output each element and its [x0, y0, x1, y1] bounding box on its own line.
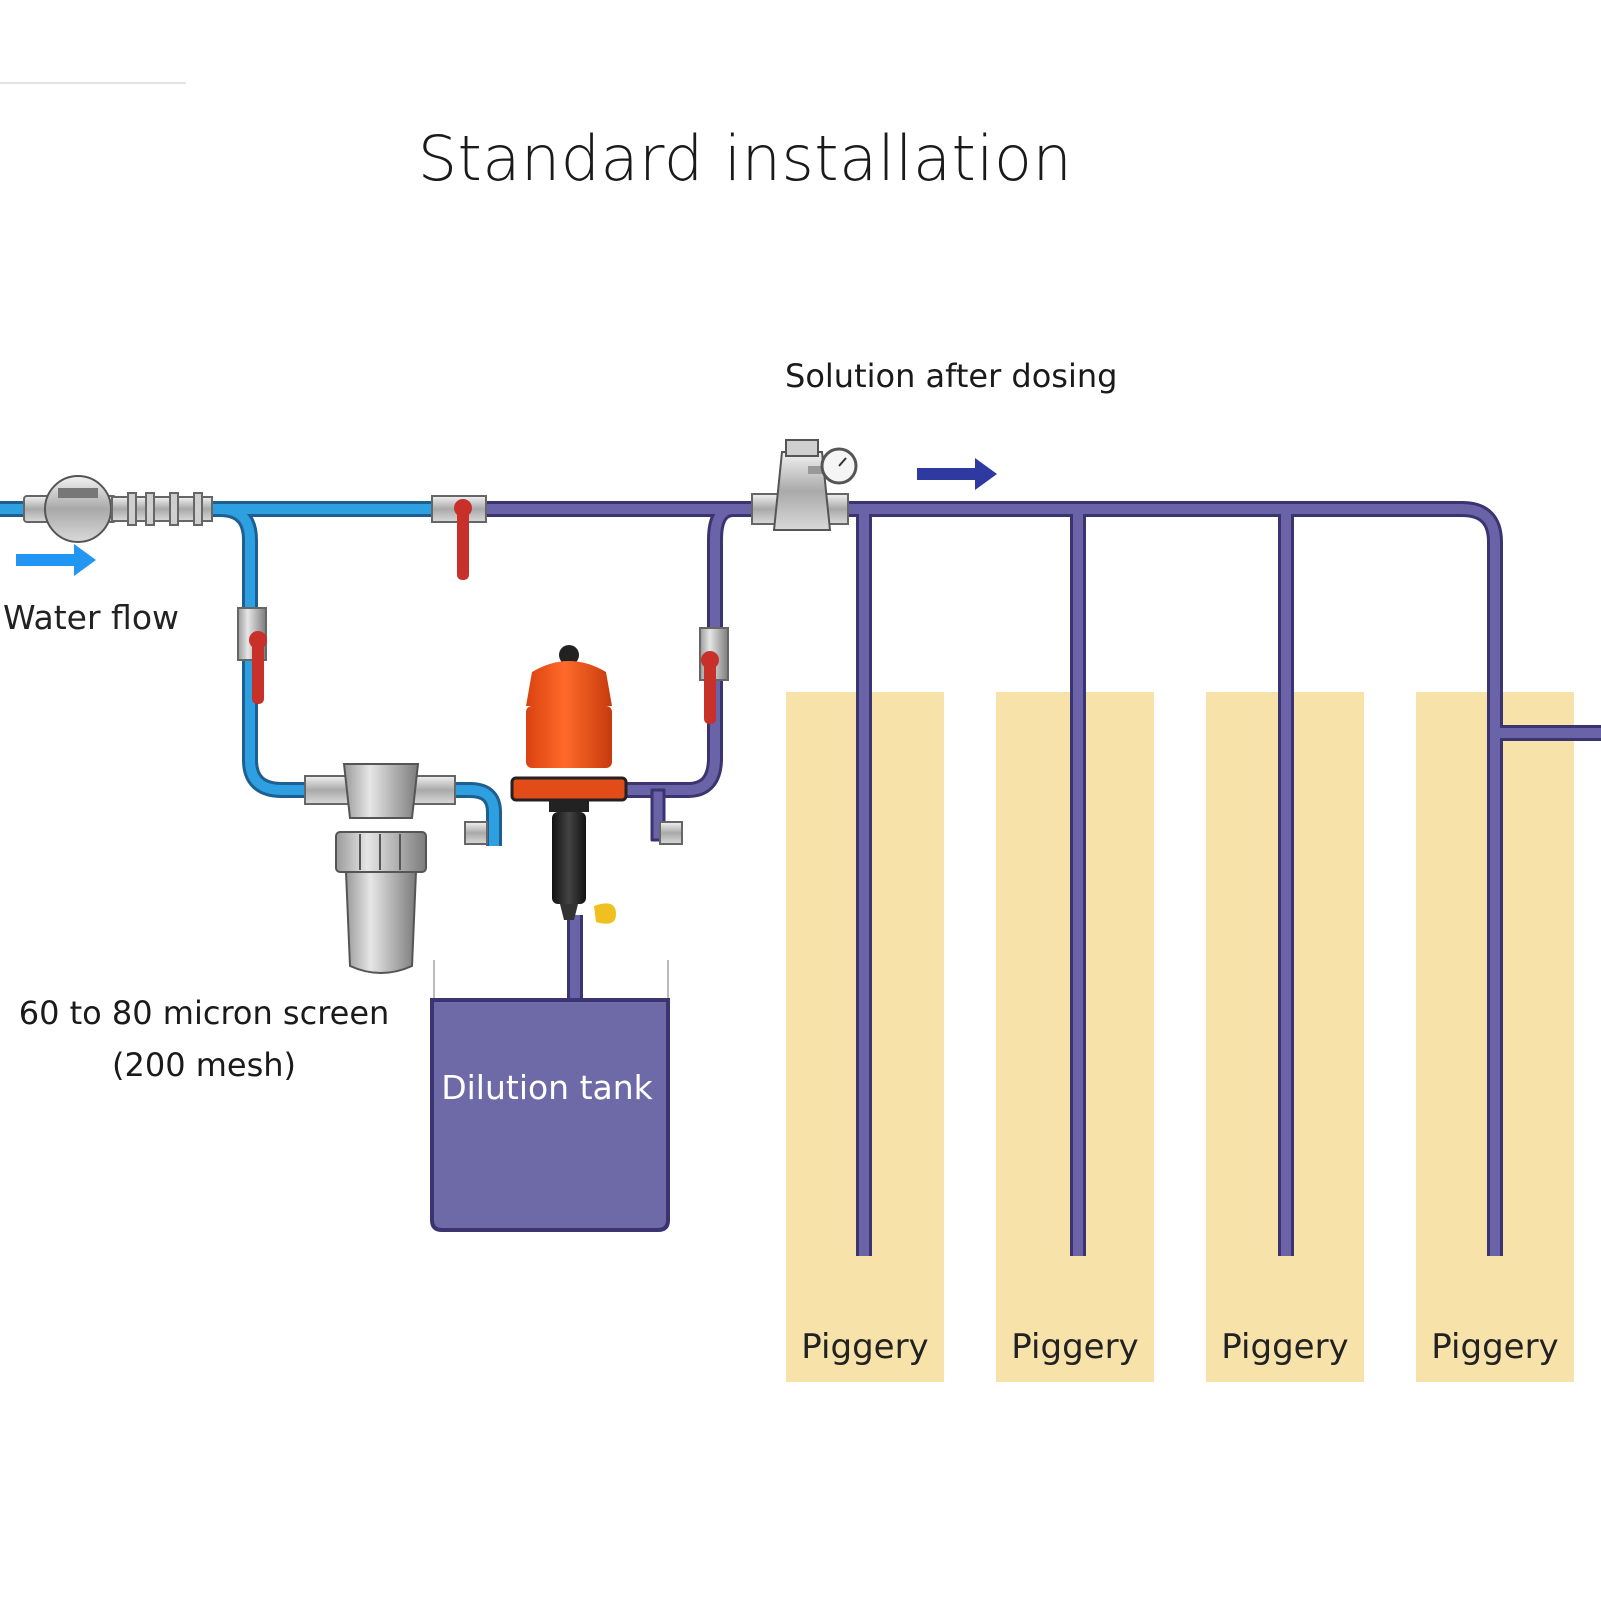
- piggery-label-2: Piggery: [1011, 1327, 1139, 1367]
- piggery-label-3: Piggery: [1221, 1327, 1349, 1367]
- screen-filter: [304, 763, 456, 974]
- solution-after-dosing-label: Solution after dosing: [785, 357, 1118, 395]
- dilution-tank-label: Dilution tank: [441, 1068, 653, 1107]
- screen-filter-label-line2: (200 mesh): [111, 1046, 297, 1084]
- suction-tap-icon: [594, 903, 616, 924]
- bypass-valve: [431, 495, 487, 580]
- screen-filter-label-line1: 60 to 80 micron screen: [18, 994, 390, 1032]
- inlet-flow-arrow-icon: [16, 544, 96, 576]
- outlet-flow-arrow-icon: [917, 458, 997, 490]
- screen-filter-label: 60 to 80 micron screen (200 mesh): [14, 987, 394, 1091]
- water-flow-label: Water flow: [3, 598, 180, 637]
- piggery-label-4: Piggery: [1431, 1327, 1559, 1367]
- dosing-pump: [510, 645, 628, 924]
- dosed-pipe-network: [475, 501, 1601, 1256]
- dilution-tank: [430, 960, 670, 1232]
- piggery-pens: [786, 692, 1574, 1382]
- water-meter: [23, 475, 213, 543]
- outlet-valve: [699, 627, 729, 724]
- inlet-valve: [237, 607, 267, 704]
- page-title: Standard installation: [417, 122, 1073, 195]
- drain-taps: [464, 821, 683, 845]
- piggery-label-1: Piggery: [801, 1327, 929, 1367]
- pressure-regulator: [751, 439, 858, 531]
